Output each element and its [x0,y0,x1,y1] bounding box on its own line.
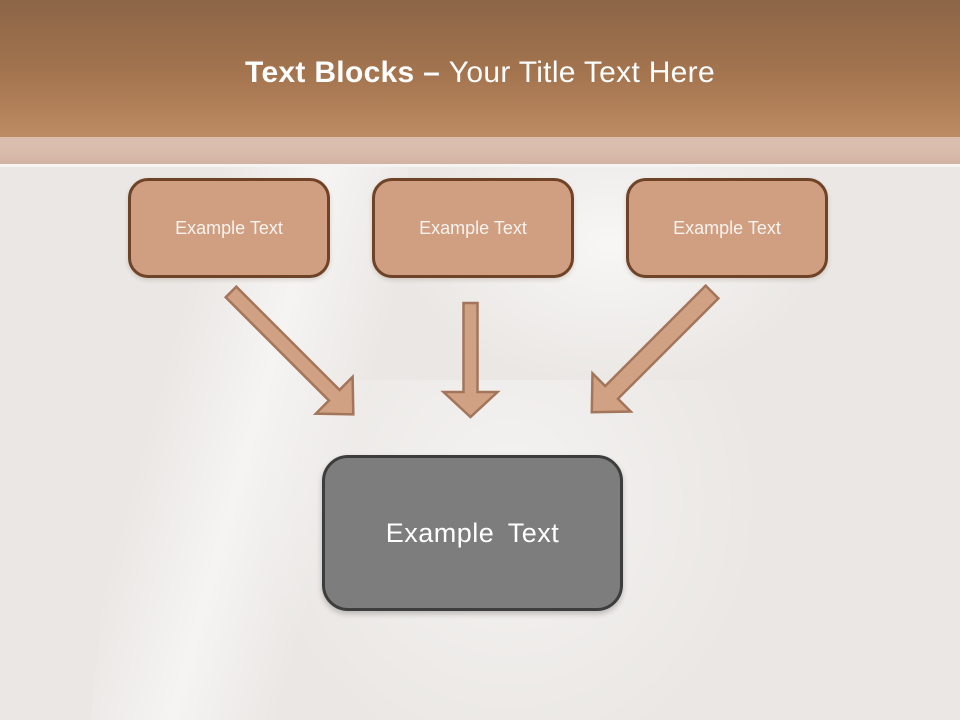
title-separator: – [414,56,449,89]
target-block: Example Text [322,455,623,611]
title-bold-segment: Text Blocks [245,56,415,89]
source-block-2: Example Text [372,178,574,278]
header-underline-band [0,137,960,167]
source-block-1: Example Text [128,178,330,278]
source-block-2-label: Example Text [419,217,527,238]
source-block-3-label: Example Text [673,217,781,238]
title-regular-segment: Your Title Text Here [448,56,715,89]
target-block-label: Example Text [385,517,560,548]
arrow-down-right-icon [223,284,355,416]
page-title: Text Blocks – Your Title Text Here [0,56,960,90]
source-block-3: Example Text [626,178,828,278]
source-block-1-label: Example Text [175,217,283,238]
header-banner: Text Blocks – Your Title Text Here [0,0,960,137]
arrow-down-left-icon [590,283,721,414]
arrow-down-icon [440,301,501,419]
